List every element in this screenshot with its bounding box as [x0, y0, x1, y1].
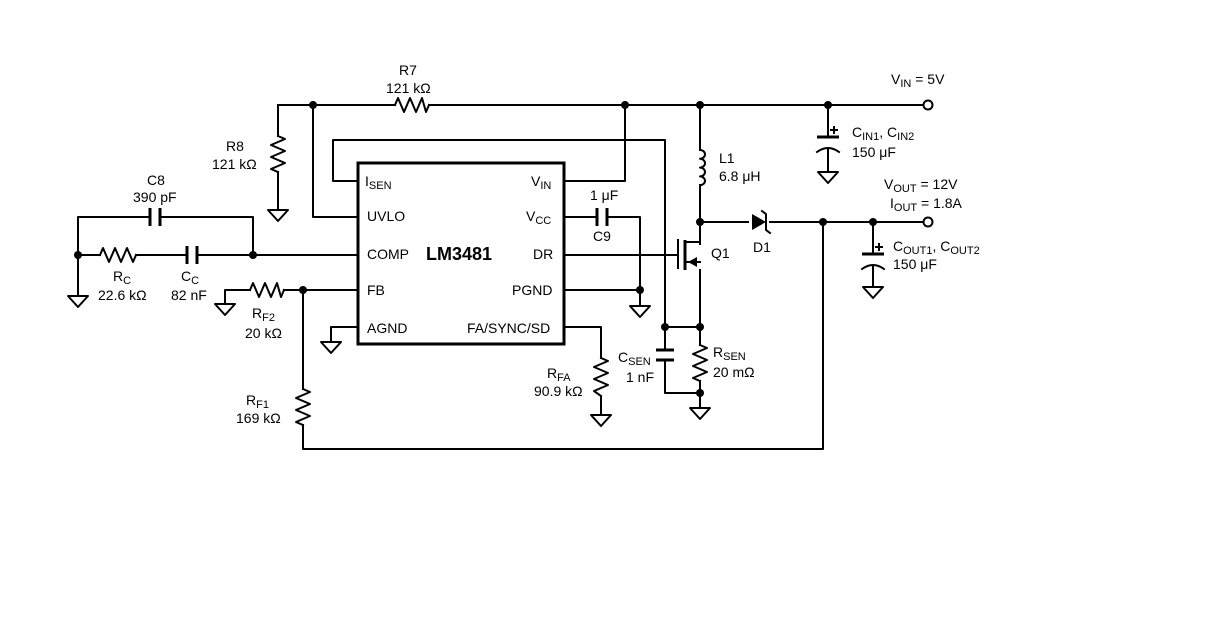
ground-symbols — [67, 171, 884, 427]
pin-isen: ISEN — [365, 173, 392, 192]
r8-value: 121 kΩ — [212, 156, 257, 172]
iout-label: IOUT = 1.8A — [890, 195, 963, 214]
junctions — [74, 101, 877, 397]
c9-capacitor — [595, 208, 609, 226]
d1-diode — [752, 209, 772, 235]
pin-comp: COMP — [367, 246, 409, 262]
vin-label: VIN = 5V — [891, 71, 945, 90]
cout-label: COUT1, COUT2 — [893, 238, 980, 257]
rf2-value: 20 kΩ — [245, 325, 282, 341]
r7-resistor — [393, 97, 431, 113]
pin-agnd: AGND — [367, 320, 407, 336]
csen-value: 1 nF — [626, 369, 654, 385]
rfa-resistor — [593, 356, 609, 398]
cin-capacitor — [815, 126, 841, 154]
pin-dr: DR — [533, 246, 553, 262]
cc-label: CC — [181, 268, 199, 287]
c8-value: 390 pF — [133, 189, 177, 205]
r7-label: R7 — [399, 62, 417, 78]
rc-resistor — [98, 247, 138, 263]
rf1-label: RF1 — [246, 392, 269, 411]
cin-label: CIN1, CIN2 — [852, 124, 914, 143]
csen-label: CSEN — [618, 349, 651, 368]
c9-value: 1 μF — [590, 187, 618, 203]
rsen-label: RSEN — [713, 344, 746, 363]
r8-label: R8 — [226, 138, 244, 154]
csen-capacitor — [656, 348, 674, 375]
wires — [77, 104, 929, 450]
rf2-label: RF2 — [252, 305, 275, 324]
r7-value: 121 kΩ — [386, 80, 431, 96]
ic-name: LM3481 — [426, 244, 492, 264]
rfa-value: 90.9 kΩ — [534, 383, 583, 399]
l1-label: L1 — [719, 150, 735, 166]
vout-terminal — [922, 216, 934, 228]
l1-inductor — [698, 148, 706, 187]
pin-pgnd: PGND — [512, 282, 552, 298]
rc-value: 22.6 kΩ — [98, 287, 147, 303]
rsen-resistor — [692, 343, 708, 383]
c9-label: C9 — [593, 228, 611, 244]
ic-body — [356, 161, 566, 346]
cc-capacitor — [185, 246, 199, 264]
d1-label: D1 — [753, 239, 771, 255]
vin-terminal — [922, 99, 934, 111]
rfa-label: RFA — [547, 365, 571, 384]
c8-label: C8 — [147, 172, 165, 188]
cin-value: 150 μF — [852, 144, 896, 160]
rf1-resistor — [295, 387, 311, 427]
cout-capacitor — [860, 243, 886, 271]
pin-fb: FB — [367, 282, 385, 298]
rsen-value: 20 mΩ — [713, 364, 755, 380]
pin-vcc: VCC — [526, 208, 551, 227]
q1-label: Q1 — [711, 245, 730, 261]
pin-uvlo: UVLO — [367, 208, 405, 224]
rf1-value: 169 kΩ — [236, 410, 281, 426]
rf2-resistor — [248, 282, 286, 298]
c8-capacitor — [148, 208, 162, 226]
l1-value: 6.8 μH — [719, 168, 761, 184]
vout-label: VOUT = 12V — [884, 176, 958, 195]
r8-resistor — [270, 134, 286, 174]
cout-value: 150 μF — [893, 256, 937, 272]
cc-value: 82 nF — [171, 287, 207, 303]
q1-mosfet — [677, 239, 701, 270]
pin-vin: VIN — [531, 173, 551, 192]
pin-fa-sync-sd: FA/SYNC/SD — [467, 320, 550, 336]
rc-label: RC — [113, 268, 131, 287]
